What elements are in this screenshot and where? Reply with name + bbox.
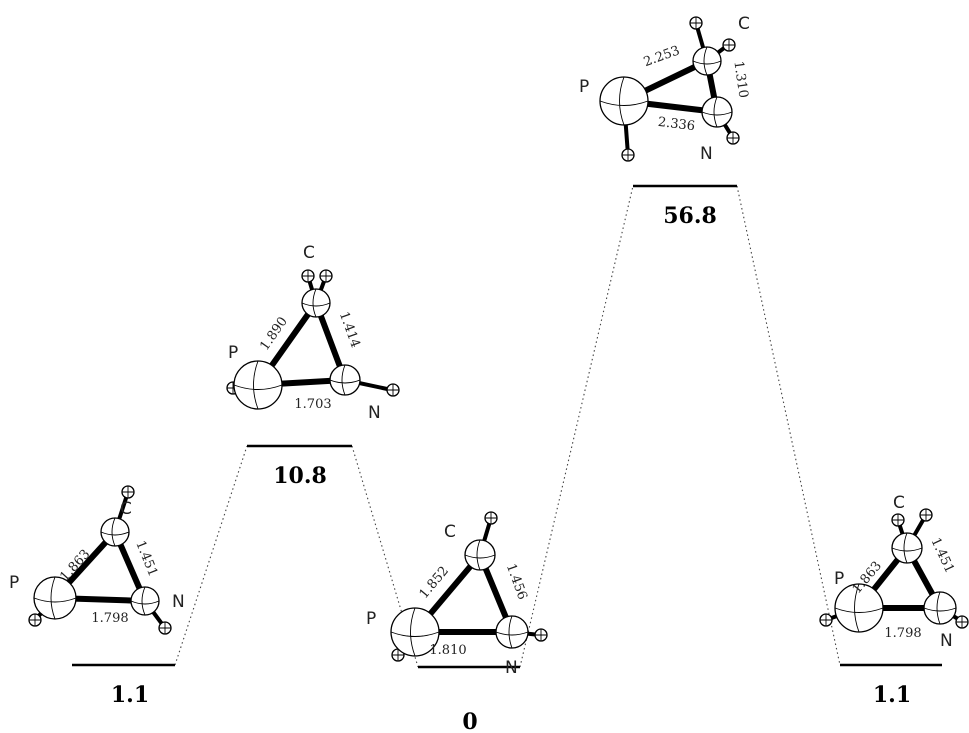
atom-phosphorus [390, 607, 440, 657]
energy-value-2: 10.8 [273, 463, 327, 489]
atom-h [722, 38, 736, 52]
atom-h [301, 269, 315, 283]
molecule-structure-2: P C N 1.890 1.414 1.703 [226, 243, 400, 423]
atom-phosphorus [834, 583, 884, 633]
bond-length-p-n: 1.798 [884, 626, 921, 641]
atom-h [919, 508, 933, 522]
bond-length-p-n: 2.336 [657, 115, 696, 134]
atom-h [621, 148, 635, 162]
bond-length-p-n: 1.798 [91, 611, 128, 626]
atom-h [121, 485, 135, 499]
molecule-structure-4: P C N 2.253 1.310 2.336 [579, 14, 750, 164]
atom-h [891, 513, 905, 527]
atom-label-p: P [834, 569, 844, 589]
atom-nitrogen [701, 96, 733, 128]
atom-h [484, 511, 498, 525]
atom-nitrogen [495, 615, 529, 649]
atom-label-n: N [368, 403, 381, 423]
atom-label-n: N [172, 592, 185, 612]
energy-value-5: 1.1 [873, 682, 911, 708]
atom-label-c: C [303, 243, 315, 263]
atom-nitrogen [923, 591, 957, 625]
atom-label-p: P [366, 609, 376, 629]
atom-h [955, 615, 969, 629]
energy-value-1: 1.1 [111, 682, 149, 708]
energy-labels: 1.1 10.8 0 56.8 1.1 [111, 203, 911, 733]
atom-phosphorus [33, 576, 77, 620]
atom-label-p: P [228, 343, 238, 363]
atom-label-p: P [9, 573, 19, 593]
atom-h [386, 383, 400, 397]
atom-h [819, 613, 833, 627]
atom-h [319, 269, 333, 283]
atom-label-n: N [940, 631, 953, 651]
atom-h [689, 16, 703, 30]
atom-nitrogen [329, 364, 361, 396]
energy-value-3: 0 [462, 709, 477, 733]
bond-length-c-n: 1.456 [503, 562, 530, 602]
connector-1-2 [174, 445, 248, 666]
atom-label-n: N [505, 658, 518, 678]
bond-length-c-n: 1.451 [928, 535, 957, 575]
bond-length-p-c: 2.253 [642, 43, 682, 70]
connector-4-5 [736, 185, 841, 666]
energy-value-4: 56.8 [663, 203, 717, 229]
atom-carbon [891, 532, 923, 564]
atom-h [534, 628, 548, 642]
atom-carbon [464, 539, 496, 571]
atom-label-c: C [120, 499, 132, 519]
atom-label-c: C [738, 14, 750, 34]
bond-length-c-n: 1.414 [336, 310, 363, 350]
connector-3-4 [519, 185, 634, 668]
atom-h [158, 621, 172, 635]
atom-carbon [301, 288, 331, 318]
molecule-structure-5: P C N 1.863 1.451 1.798 [819, 493, 969, 651]
bond-length-c-n: 1.451 [132, 539, 160, 579]
atom-h [28, 613, 42, 627]
atom-carbon [100, 517, 130, 547]
atom-label-p: P [579, 77, 589, 97]
connector-lines [174, 185, 841, 668]
atom-label-c: C [444, 522, 456, 542]
atom-label-n: N [700, 144, 713, 164]
atom-label-c: C [893, 493, 905, 513]
bond-length-c-n: 1.310 [730, 60, 750, 99]
molecule-structure-1: P C N 1.863 1.451 1.798 [9, 485, 185, 635]
bond-length-p-n: 1.810 [429, 643, 466, 658]
energy-levels [72, 184, 942, 669]
atom-h [726, 131, 740, 145]
bond-length-p-n: 1.703 [294, 397, 331, 412]
atom-nitrogen [130, 586, 160, 616]
atom-carbon [692, 46, 722, 76]
atom-phosphorus [233, 360, 283, 410]
molecule-structure-3: P C N 1.852 1.456 1.810 [366, 511, 548, 678]
atom-phosphorus [599, 76, 649, 126]
